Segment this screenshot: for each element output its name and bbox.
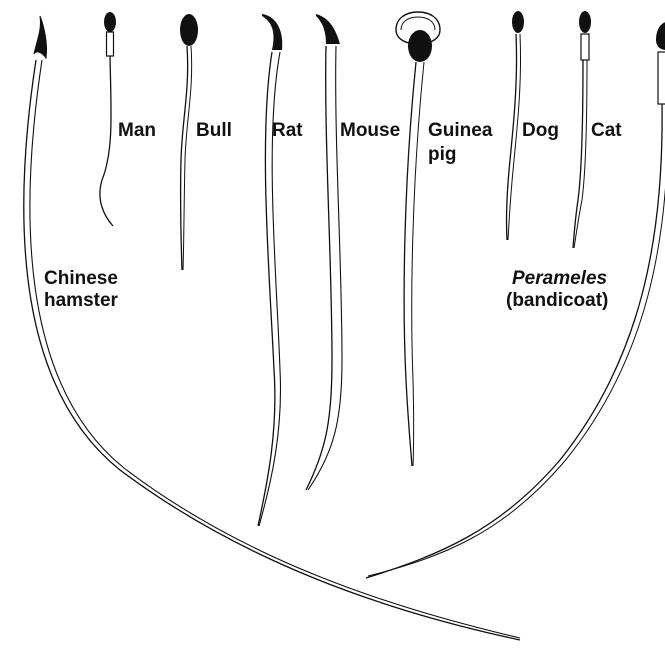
label-guinea-pig-line2: pig bbox=[428, 144, 457, 165]
label-perameles-line1: Perameles bbox=[512, 268, 607, 289]
label-perameles-line2: (bandicoat) bbox=[506, 290, 608, 311]
bull-sperm bbox=[180, 14, 198, 270]
label-mouse: Mouse bbox=[340, 120, 400, 141]
label-chinese-hamster-line1: Chinese bbox=[44, 268, 118, 289]
guinea-pig-sperm bbox=[396, 12, 440, 466]
label-guinea-pig-line1: Guinea bbox=[428, 120, 493, 141]
label-dog: Dog bbox=[522, 120, 559, 141]
label-man: Man bbox=[118, 120, 156, 141]
label-bull: Bull bbox=[196, 120, 232, 141]
mouse-sperm bbox=[306, 14, 342, 490]
label-rat: Rat bbox=[272, 120, 303, 141]
man-sperm bbox=[100, 12, 116, 226]
label-chinese-hamster-line2: hamster bbox=[44, 290, 119, 311]
label-cat: Cat bbox=[591, 120, 622, 141]
cat-sperm bbox=[573, 11, 591, 248]
rat-sperm bbox=[258, 14, 282, 526]
